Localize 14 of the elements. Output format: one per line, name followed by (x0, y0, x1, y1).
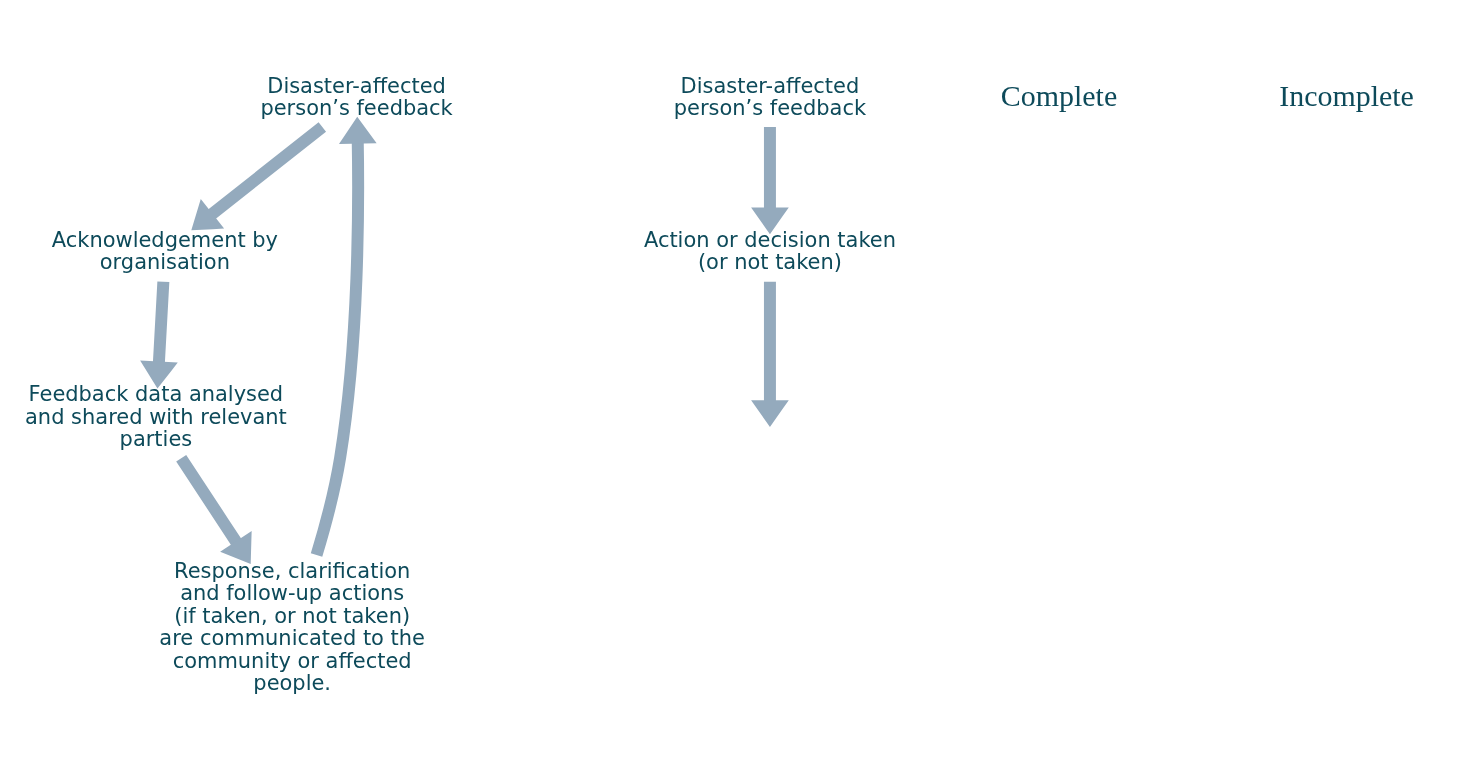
node-text: Acknowledgement by organisation (51, 227, 278, 274)
label: Complete (1000, 78, 1118, 112)
node-text: Disaster-affected person’s feedback (260, 73, 453, 120)
node-text: Response, clarification and follow-up actions (if taken, or not taken) are communicated to the community or affected people. (159, 558, 425, 695)
arrow (176, 454, 252, 564)
arrow (751, 126, 789, 234)
node-text: Action or decision taken (or not taken) (643, 227, 896, 274)
node-text: Feedback data analysed and shared with relevant parties (25, 381, 287, 451)
arrow (191, 121, 327, 230)
arrow (140, 280, 178, 388)
node-text: Disaster-affected person’s feedback (673, 73, 867, 120)
arrow (310, 116, 377, 557)
arrow (751, 281, 789, 427)
label: Incomplete (1279, 78, 1414, 112)
